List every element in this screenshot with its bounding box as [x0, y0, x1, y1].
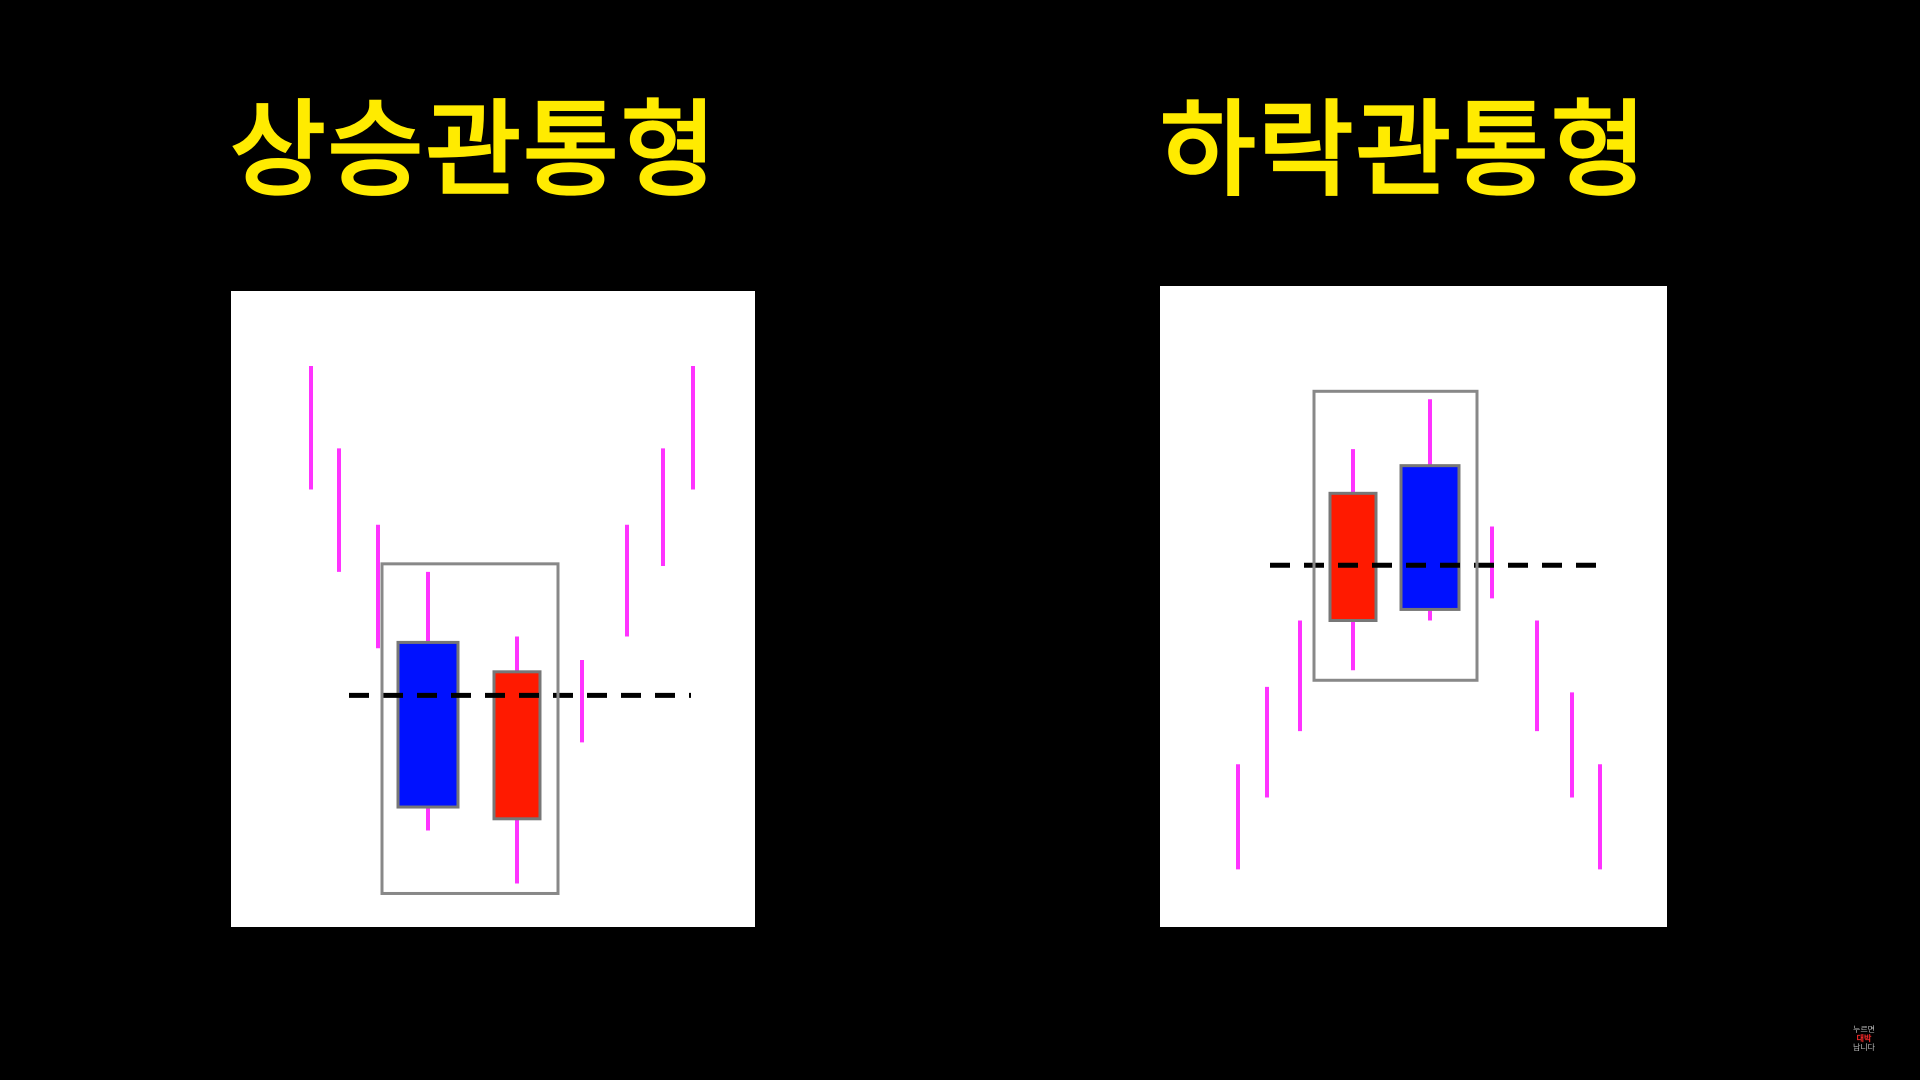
red-candle-body: [1328, 491, 1378, 622]
bearish-piercing-title: 하락관통형: [1160, 89, 1649, 211]
bullish-piercing-chart: [309, 366, 695, 895]
blue-candle-body: [1399, 464, 1461, 611]
bullish-piercing-diagram: [231, 291, 755, 927]
channel-logo-line2: 대박: [1856, 1034, 1872, 1043]
bearish-piercing-diagram: [1160, 286, 1667, 927]
bullish-piercing-title: 상승관통형: [230, 89, 719, 211]
pattern-highlight-box: [380, 562, 560, 895]
pattern-highlight-box: [1312, 389, 1479, 682]
bearish-piercing-chart: [1236, 389, 1602, 870]
blue-candle-body: [396, 640, 460, 809]
channel-logo-line1: 누르면: [1852, 1025, 1876, 1034]
channel-logo: 누르면 대박 납니다: [1844, 1025, 1884, 1052]
channel-logo-line3: 납니다: [1852, 1043, 1876, 1052]
